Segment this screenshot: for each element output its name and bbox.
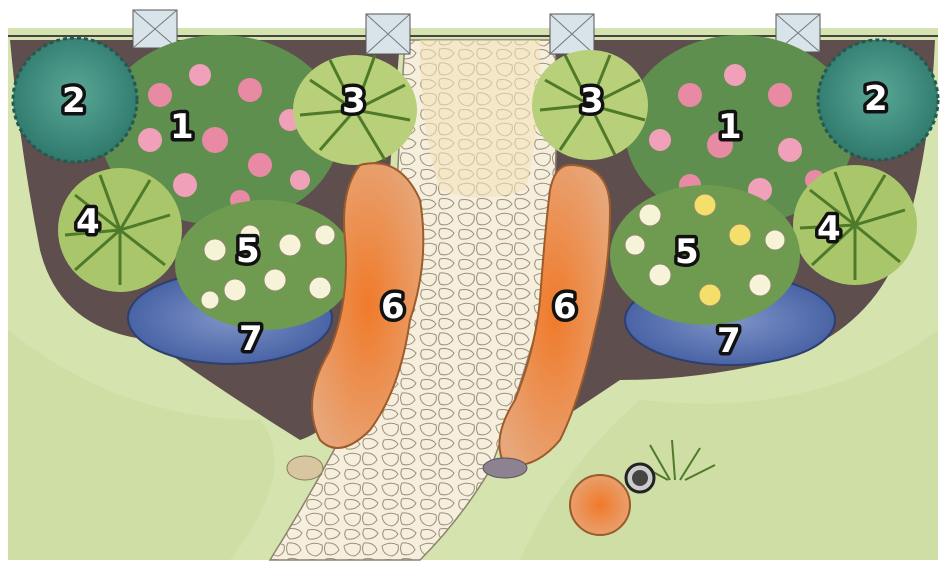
drain-cap [626, 464, 654, 492]
label-left-4: 4 [76, 202, 100, 242]
fence-post-1 [133, 10, 177, 48]
hosta-side-right [793, 165, 917, 285]
label-left-2: 2 [62, 81, 86, 121]
label-left-3: 3 [342, 81, 366, 121]
label-right-1: 1 [718, 107, 742, 147]
label-right-3: 3 [580, 81, 604, 121]
label-right-7: 7 [717, 321, 741, 361]
label-right-6: 6 [553, 287, 577, 327]
fence-post-2 [366, 14, 410, 54]
fence-post-3 [550, 14, 594, 54]
white-roses-left [175, 200, 355, 330]
label-left-6: 6 [381, 287, 405, 327]
path-stone-left [287, 456, 323, 480]
label-left-1: 1 [170, 107, 194, 147]
roses-right [610, 185, 800, 325]
label-left-7: 7 [239, 319, 263, 359]
label-left-5: 5 [236, 231, 260, 271]
label-right-5: 5 [675, 232, 699, 272]
label-right-4: 4 [817, 209, 841, 249]
path-stone-right [483, 458, 527, 478]
label-right-2: 2 [864, 79, 888, 119]
orange-shrub-small [570, 475, 630, 535]
